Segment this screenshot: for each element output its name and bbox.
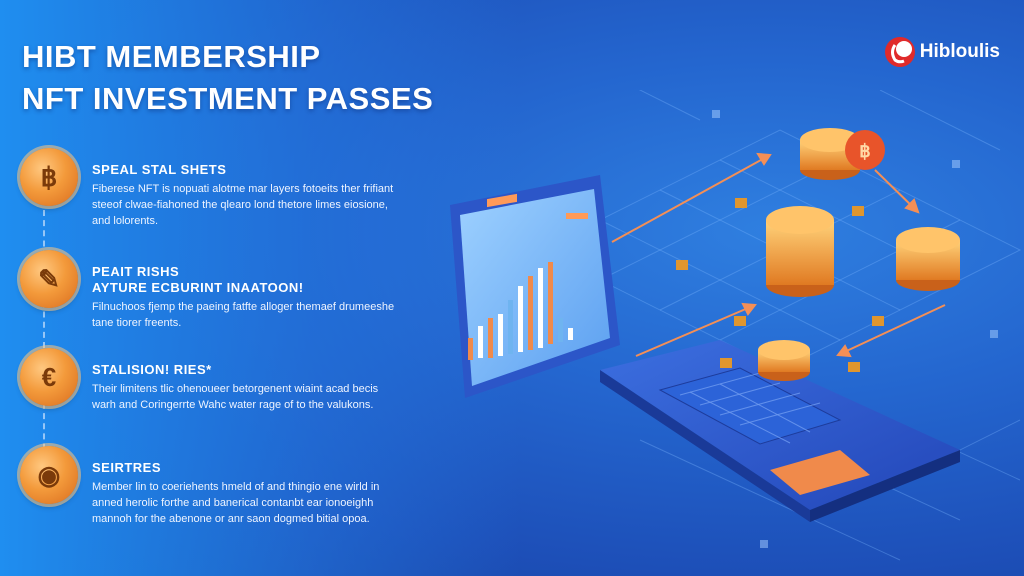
feature-text: STALISION! RIES* Their limitens tlic ohe… [92, 348, 400, 413]
coin-stack-icon [766, 206, 834, 297]
feature-subtitle: AYTURE ECBURINT INAATOON! [92, 280, 304, 295]
title-line-1: HIBT MEMBERSHIP [22, 39, 321, 74]
coin-stack-icon [758, 340, 810, 381]
feature-description: Their limitens tlic ohenoueer betorgenen… [92, 383, 379, 411]
page-title: HIBT MEMBERSHIP NFT INVESTMENT PASSES [22, 36, 433, 120]
feature-item: € STALISION! RIES* Their limitens tlic o… [20, 348, 400, 413]
feature-text: PEAIT RISHS AYTURE ECBURINT INAATOON! Fi… [92, 250, 400, 331]
feature-item: ฿ SPEAL STAL SHETS Fiberese NFT is nopua… [20, 148, 400, 229]
brand-mark-icon [884, 37, 915, 67]
coin-stack-icon [896, 227, 960, 291]
svg-text:฿: ฿ [859, 141, 870, 161]
flow-arrows [611, 152, 946, 358]
background-glow [0, 0, 520, 576]
feature-text: SPEAL STAL SHETS Fiberese NFT is nopuati… [92, 148, 400, 229]
baht-coin-icon: ฿ [20, 148, 78, 206]
title-line-2: NFT INVESTMENT PASSES [22, 81, 434, 116]
brand-logo: Hibloulis [884, 36, 1000, 68]
brand-name: Hibloulis [919, 41, 1000, 62]
feature-title: PEAIT RISHS [92, 264, 180, 279]
feature-text: SEIRTRES Member lin to coeriehents hmeld… [92, 446, 400, 527]
camera-icon: ◉ [20, 446, 78, 504]
coin-stack-icon: ฿ [800, 128, 885, 180]
euro-coin-icon: € [20, 348, 78, 406]
feature-description: Fiberese NFT is nopuati alotme mar layer… [92, 183, 394, 227]
laptop-coins-illustration: ฿ [450, 90, 1022, 561]
coin-stacks: ฿ [676, 128, 960, 381]
feature-description: Filnuchoos fjemp the paeing fatfte allog… [92, 301, 395, 329]
feature-title: STALISION! RIES* [92, 362, 212, 377]
torch-icon: ✎ [20, 250, 78, 308]
feature-title: SPEAL STAL SHETS [92, 162, 227, 177]
feature-item: ◉ SEIRTRES Member lin to coeriehents hme… [20, 446, 400, 527]
feature-description: Member lin to coeriehents hmeld of and t… [92, 481, 380, 525]
laptop-icon [450, 175, 960, 522]
small-coins [676, 198, 884, 372]
feature-connector-line [43, 210, 45, 480]
feature-title: SEIRTRES [92, 460, 162, 475]
feature-item: ✎ PEAIT RISHS AYTURE ECBURINT INAATOON! … [20, 250, 400, 331]
